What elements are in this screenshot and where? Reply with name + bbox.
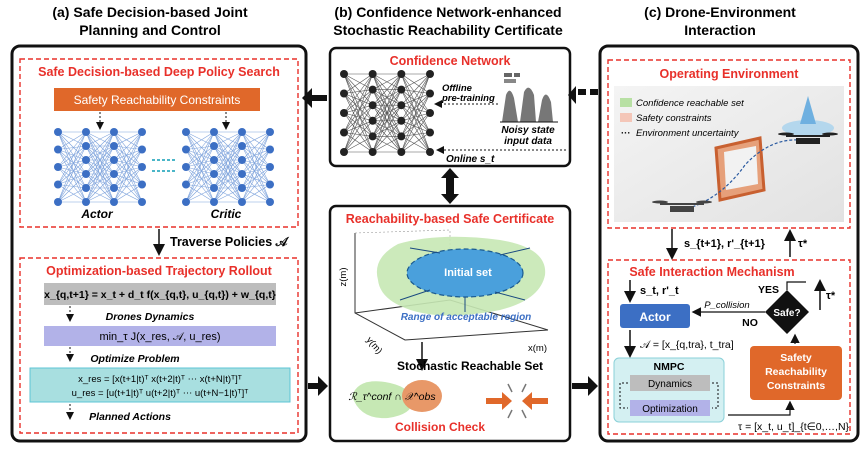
panel-a-frame xyxy=(10,44,308,443)
nmpc-label: NMPC xyxy=(654,361,685,373)
tau-equation: τ = [x_t, u_t]_{t∈0,…,N} xyxy=(738,421,850,433)
state-reward-label: s_{t+1}, r'_{t+1} xyxy=(684,238,766,250)
svg-text:···: ··· xyxy=(621,128,631,139)
yes-label: YES xyxy=(758,284,779,296)
rconf-intersection: ℛ_τ^conf ∩ 𝒳^obs xyxy=(348,391,436,403)
src-line-2: Reachability xyxy=(765,366,827,378)
panel-c-title-2: Interaction xyxy=(684,22,756,38)
results-box xyxy=(29,367,291,403)
no-label: NO xyxy=(742,317,758,329)
noisy-data-plot-icon xyxy=(500,73,558,123)
collision-check-label: Collision Check xyxy=(395,420,485,434)
policy-search-box xyxy=(19,58,299,228)
tau-up-label: τ* xyxy=(798,238,808,250)
panel-b-title-1: (b) Confidence Network-enhanced xyxy=(334,4,561,20)
dynamics-equation: x_{q,t+1} = x_t + d_t f(x_{q,t}, u_{q,t}… xyxy=(44,289,276,301)
initial-set-label: Initial set xyxy=(444,267,492,279)
action-equation: 𝒜 = [x_{q,tra}, t_tra] xyxy=(640,339,734,351)
operating-env-box xyxy=(607,59,851,229)
critic-label: Critic xyxy=(211,207,242,221)
panel-c-frame xyxy=(598,44,860,443)
optimize-problem-box xyxy=(44,326,276,346)
tau-star-label: τ* xyxy=(826,290,836,302)
trajectory-rollout-box xyxy=(19,257,299,434)
critic-network-icon xyxy=(182,128,274,206)
actor-box xyxy=(620,304,690,328)
arrow-b-to-a-icon xyxy=(302,88,327,108)
panel-a-title-1: (a) Safe Decision-based Joint xyxy=(52,4,248,20)
panel-c-title-1: (c) Drone-Environment xyxy=(644,4,796,20)
arrow-b-to-c-icon xyxy=(572,376,598,396)
offline-label-1: Offline xyxy=(442,83,473,94)
safe-interaction-title: Safe Interaction Mechanism xyxy=(629,265,794,279)
set-intersection-icon xyxy=(352,380,442,419)
confidence-network-title: Confidence Network xyxy=(390,54,511,68)
legend-dots: Environment uncertainty xyxy=(636,128,740,139)
st-rt-label: s_t, r'_t xyxy=(640,285,679,297)
src-line-1: Safety xyxy=(780,352,812,364)
3d-reachable-set-plot xyxy=(354,229,549,341)
noisy-label-1: Noisy state xyxy=(501,125,555,136)
safe-interaction-box xyxy=(607,259,851,435)
legend-orange: Safety constraints xyxy=(636,113,712,124)
dynamics-box xyxy=(630,375,710,391)
safe-question: Safe? xyxy=(773,308,800,319)
actor-label: Actor xyxy=(80,207,114,221)
optimization-box xyxy=(630,400,710,416)
drone-scene-illustration xyxy=(652,96,838,212)
safety-reachability-label: Safety Reachability Constraints xyxy=(74,93,241,107)
x-axis-label: x(m) xyxy=(528,343,547,354)
exchange-arrows-icon xyxy=(152,159,176,172)
src-line-3: Constraints xyxy=(767,380,826,392)
dynamics-equation-box xyxy=(44,283,276,305)
xres-equation: x_res = [x(t+1|t)ᵀ x(t+2|t)ᵀ ⋯ x(t+N|t)ᵀ… xyxy=(78,374,242,385)
stochastic-reachable-label: Stochastic Reachable Set xyxy=(397,359,543,373)
traverse-policies-label: Traverse Policies 𝒜 xyxy=(170,235,291,249)
actor-box-label: Actor xyxy=(639,310,671,324)
planned-actions-label: Planned Actions xyxy=(89,411,171,423)
optimize-equation: min_τ J(x_res, 𝒜, u_res) xyxy=(99,331,220,343)
offline-label-2: pre-training xyxy=(441,93,495,104)
vertical-double-arrow-icon xyxy=(441,168,459,204)
z-axis-label: z(m) xyxy=(338,268,349,287)
reachability-title: Reachability-based Safe Certificate xyxy=(346,212,554,226)
dynamics-label: Dynamics xyxy=(648,379,692,390)
panel-b-title-2: Stochastic Reachability Certificate xyxy=(333,22,563,38)
online-label: Online s_t xyxy=(446,154,495,165)
panel-a-title-2: Planning and Control xyxy=(79,22,221,38)
actor-network-icon xyxy=(54,128,146,206)
arrow-a-to-b-icon xyxy=(308,376,328,396)
optimize-problem-label: Optimize Problem xyxy=(90,353,179,365)
trajectory-rollout-title: Optimization-based Trajectory Rollout xyxy=(46,264,273,278)
legend-green: Confidence reachable set xyxy=(636,98,744,109)
noisy-label-2: input data xyxy=(504,136,552,147)
collision-arrows-icon xyxy=(486,383,548,419)
operating-env-title: Operating Environment xyxy=(660,67,800,81)
arrow-c-to-b-icon xyxy=(568,86,598,104)
optimization-label: Optimization xyxy=(642,404,698,415)
p-collision-label: P_collision xyxy=(704,300,749,311)
safe-decision-diamond xyxy=(765,290,809,334)
policy-search-title: Safe Decision-based Deep Policy Search xyxy=(38,65,280,79)
src-box xyxy=(750,346,842,400)
drones-dynamics-label: Drones Dynamics xyxy=(106,311,195,323)
confidence-network-icon xyxy=(340,70,434,156)
range-label: Range of acceptable region xyxy=(401,312,532,323)
ures-equation: u_res = [u(t+1|t)ᵀ u(t+2|t)ᵀ ⋯ u(t+N−1|t… xyxy=(72,388,249,399)
safety-reachability-bar xyxy=(54,88,260,111)
